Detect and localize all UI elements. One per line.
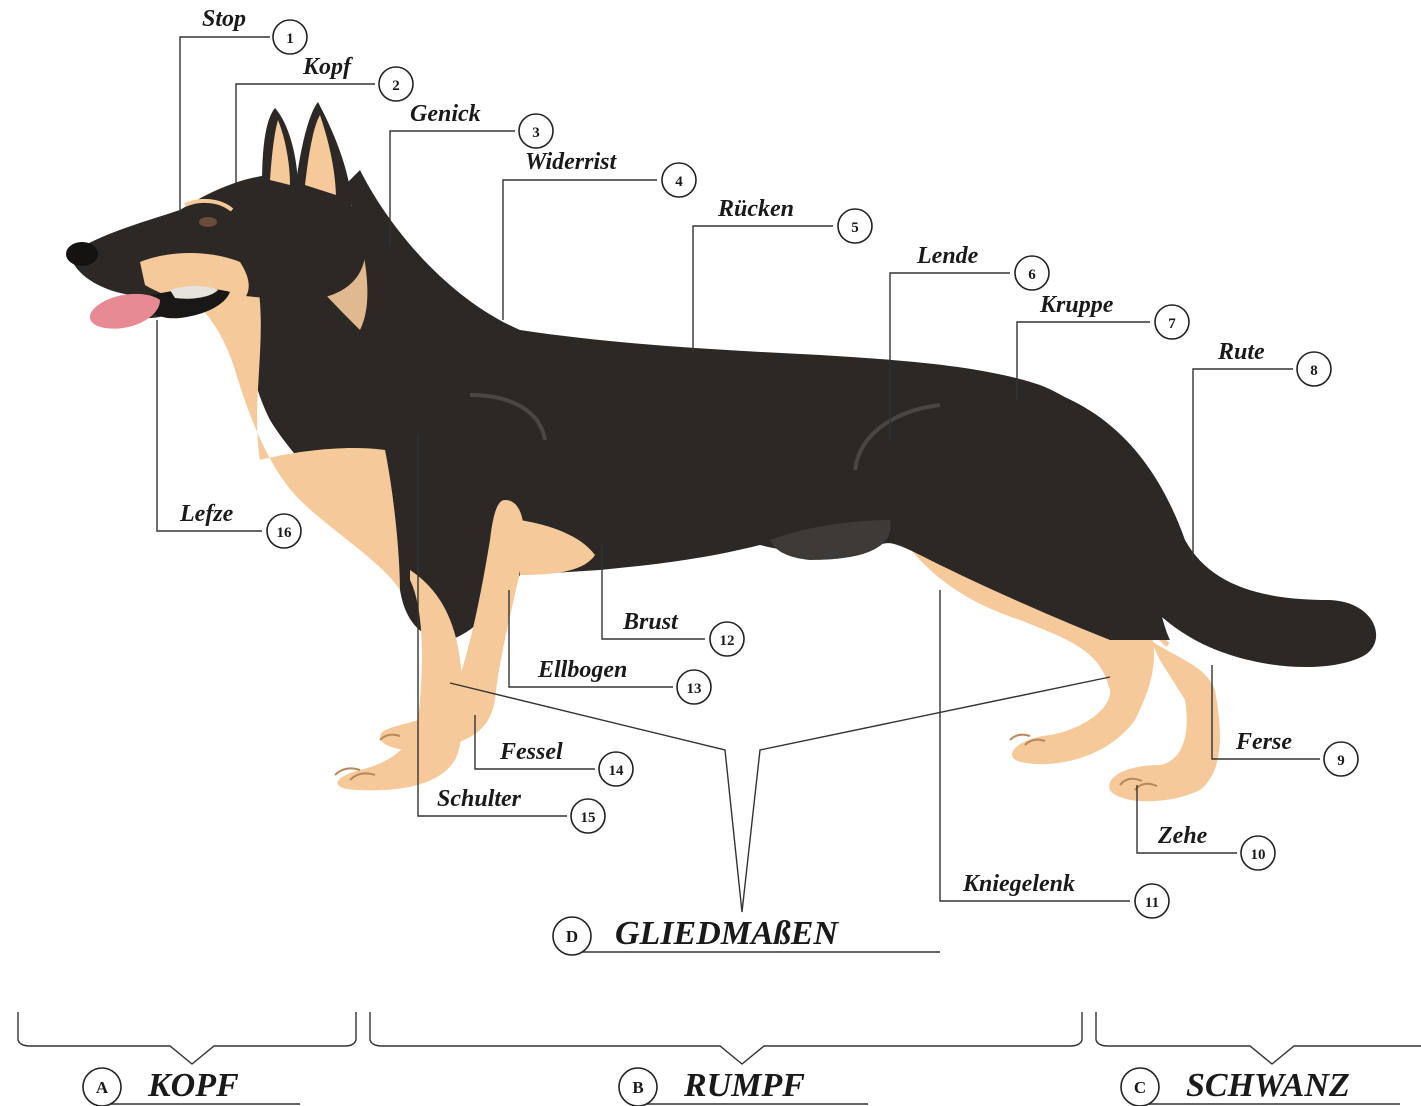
part-label-1: Stop 1	[202, 6, 307, 54]
svg-text:D: D	[566, 927, 578, 946]
part-label-16: Lefze 16	[179, 501, 301, 548]
svg-text:11: 11	[1145, 895, 1159, 911]
svg-text:15: 15	[581, 810, 596, 826]
part-label-6: Lende 6	[916, 243, 1049, 290]
svg-text:RUMPF: RUMPF	[683, 1067, 805, 1104]
svg-text:Stop: Stop	[202, 6, 246, 32]
svg-text:Zehe: Zehe	[1157, 823, 1208, 849]
svg-text:Genick: Genick	[410, 101, 481, 127]
svg-text:16: 16	[277, 525, 293, 541]
part-label-4: Widerrist 4	[525, 149, 696, 197]
svg-text:Lefze: Lefze	[179, 501, 234, 527]
svg-text:SCHWANZ: SCHWANZ	[1186, 1067, 1350, 1104]
svg-text:Fessel: Fessel	[499, 739, 563, 765]
part-label-12: Brust 12	[622, 609, 744, 656]
svg-text:1: 1	[286, 31, 294, 47]
svg-text:Rute: Rute	[1217, 339, 1265, 365]
part-label-14: Fessel 14	[499, 739, 633, 786]
part-label-15: Schulter 15	[437, 786, 605, 833]
part-label-7: Kruppe 7	[1039, 292, 1189, 339]
svg-text:C: C	[1134, 1078, 1146, 1097]
part-label-2: Kopf 2	[302, 54, 413, 101]
svg-text:B: B	[632, 1078, 643, 1097]
svg-text:Rücken: Rücken	[717, 196, 794, 222]
svg-text:3: 3	[532, 125, 540, 141]
section-body: B RUMPF	[619, 1067, 805, 1106]
svg-text:KOPF: KOPF	[147, 1067, 239, 1104]
svg-text:2: 2	[392, 78, 400, 94]
svg-text:10: 10	[1251, 847, 1266, 863]
svg-text:8: 8	[1310, 363, 1318, 379]
part-label-5: Rücken 5	[717, 196, 872, 243]
svg-text:13: 13	[687, 681, 702, 697]
svg-text:Widerrist: Widerrist	[525, 149, 617, 175]
svg-text:GLIEDMAßEN: GLIEDMAßEN	[615, 915, 839, 952]
svg-text:Ellbogen: Ellbogen	[537, 657, 627, 683]
section-tail: C SCHWANZ	[1121, 1067, 1350, 1106]
svg-text:Kopf: Kopf	[302, 54, 353, 80]
svg-text:Kniegelenk: Kniegelenk	[962, 871, 1075, 897]
svg-text:4: 4	[675, 174, 683, 190]
svg-text:12: 12	[720, 633, 735, 649]
svg-text:Schulter: Schulter	[437, 786, 522, 812]
part-label-10: Zehe 10	[1157, 823, 1275, 870]
svg-text:14: 14	[609, 763, 625, 779]
part-label-3: Genick 3	[410, 101, 553, 148]
svg-text:7: 7	[1168, 316, 1176, 332]
section-limbs: D GLIEDMAßEN	[553, 915, 839, 955]
part-label-8: Rute 8	[1217, 339, 1331, 386]
svg-text:Brust: Brust	[622, 609, 679, 635]
part-label-9: Ferse 9	[1235, 729, 1358, 776]
svg-text:6: 6	[1028, 267, 1036, 283]
svg-text:Kruppe: Kruppe	[1039, 292, 1114, 318]
svg-text:Lende: Lende	[916, 243, 979, 269]
part-label-13: Ellbogen 13	[537, 657, 711, 704]
section-head: A KOPF	[83, 1067, 239, 1106]
svg-text:A: A	[96, 1078, 109, 1097]
svg-text:9: 9	[1337, 753, 1345, 769]
part-label-11: Kniegelenk 11	[962, 871, 1169, 918]
svg-text:Ferse: Ferse	[1235, 729, 1292, 755]
svg-text:5: 5	[851, 220, 859, 236]
